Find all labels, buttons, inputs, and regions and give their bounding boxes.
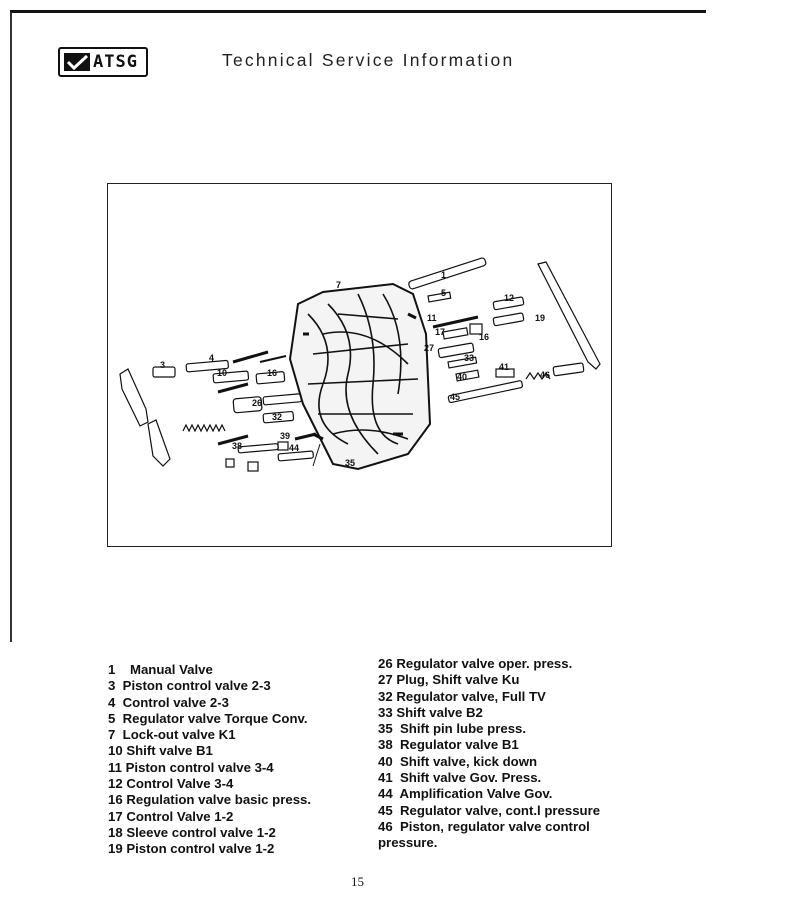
manual-valve: [408, 257, 487, 290]
legend-item: 44 Amplification Valve Gov.: [378, 786, 553, 802]
legend-item: 46 Piston, regulator valve control: [378, 818, 590, 834]
legend-item: 19 Piston control valve 1-2: [108, 841, 275, 857]
legend-item: 33 Shift valve B2: [378, 704, 483, 720]
separator-plate-left-2: [147, 419, 171, 467]
atsg-logo: ATSG: [58, 47, 148, 77]
legend-item: 35 Shift pin lube press.: [378, 721, 527, 737]
valve-body-drawing: [119, 257, 601, 472]
logo-text: ATSG: [93, 52, 138, 72]
top-border-rule: [10, 10, 706, 13]
legend-item: 5 Regulator valve Torque Conv.: [108, 710, 308, 726]
legend-item: 17 Control Valve 1-2: [108, 808, 234, 824]
checkmark-icon: [64, 53, 90, 71]
separator-plate-left-1: [119, 368, 149, 427]
legend-item: 12 Control Valve 3-4: [108, 776, 234, 792]
callout-label: 4: [209, 353, 215, 363]
legend-item: 1 Manual Valve: [108, 662, 213, 677]
callout-label: 16: [479, 332, 490, 342]
callout-label: 19: [535, 313, 546, 323]
parts-legend-right: 26 Regulator valve oper. press. 27 Plug,…: [378, 656, 600, 852]
valve-body-plate: [288, 282, 432, 471]
left-border-rule: [10, 12, 12, 642]
callout-label: 46: [540, 370, 551, 380]
legend-item: 3 Piston control valve 2-3: [108, 678, 271, 694]
callout-label: 7: [336, 280, 342, 290]
callout-label: 32: [272, 412, 283, 422]
callout-label: 40: [457, 372, 468, 382]
callout-label: 38: [232, 441, 243, 451]
callout-label: 10: [217, 368, 228, 378]
callout-label: 1: [441, 270, 447, 280]
callout-label: 5: [441, 288, 447, 298]
legend-item: 41 Shift valve Gov. Press.: [378, 770, 542, 786]
legend-item: 18 Sleeve control valve 1-2: [108, 824, 276, 840]
parts-legend-left: 1 Manual Valve 3 Piston control valve 2-…: [108, 662, 311, 858]
callout-label: 11: [427, 313, 437, 323]
legend-item: 38 Regulator valve B1: [378, 737, 519, 753]
legend-item: 10 Shift valve B1: [108, 743, 213, 759]
page-title: Technical Service Information: [222, 50, 515, 70]
legend-item: 45 Regulator valve, cont.l pressure: [378, 802, 601, 818]
legend-item: 27 Plug, Shift valve Ku: [378, 672, 520, 688]
callout-label: 39: [280, 431, 291, 441]
legend-item: pressure.: [378, 835, 438, 851]
legend-item: 4 Control valve 2-3: [108, 694, 229, 710]
legend-item: 7 Lock-out valve K1: [108, 727, 236, 743]
valve-body-exploded-diagram: 1 5 12 11 19 17 16 27 33 41 40 46 45 7 3…: [107, 183, 612, 547]
legend-item: 26 Regulator valve oper. press.: [378, 656, 573, 671]
callout-label: 26: [252, 398, 263, 408]
callout-label: 33: [464, 353, 475, 363]
callout-label: 35: [345, 458, 356, 468]
piston-control-valve-2-3: [152, 366, 176, 378]
callout-label: 17: [435, 327, 446, 337]
legend-item: 32 Regulator valve, Full TV: [378, 688, 546, 704]
callout-label: 41: [499, 362, 510, 372]
separator-plate-right: [537, 261, 601, 370]
legend-item: 40 Shift valve, kick down: [378, 753, 538, 769]
regulator-valve-45: [447, 380, 524, 404]
callout-label: 45: [450, 392, 461, 402]
callout-label: 16: [267, 368, 278, 378]
legend-item: 11 Piston control valve 3-4: [108, 759, 274, 775]
page-number: 15: [351, 874, 364, 889]
callout-label: 3: [160, 360, 166, 370]
callout-label: 12: [504, 293, 515, 303]
callout-label: 44: [289, 443, 300, 453]
legend-item: 16 Regulation valve basic press.: [108, 792, 312, 808]
callout-label: 27: [424, 343, 435, 353]
